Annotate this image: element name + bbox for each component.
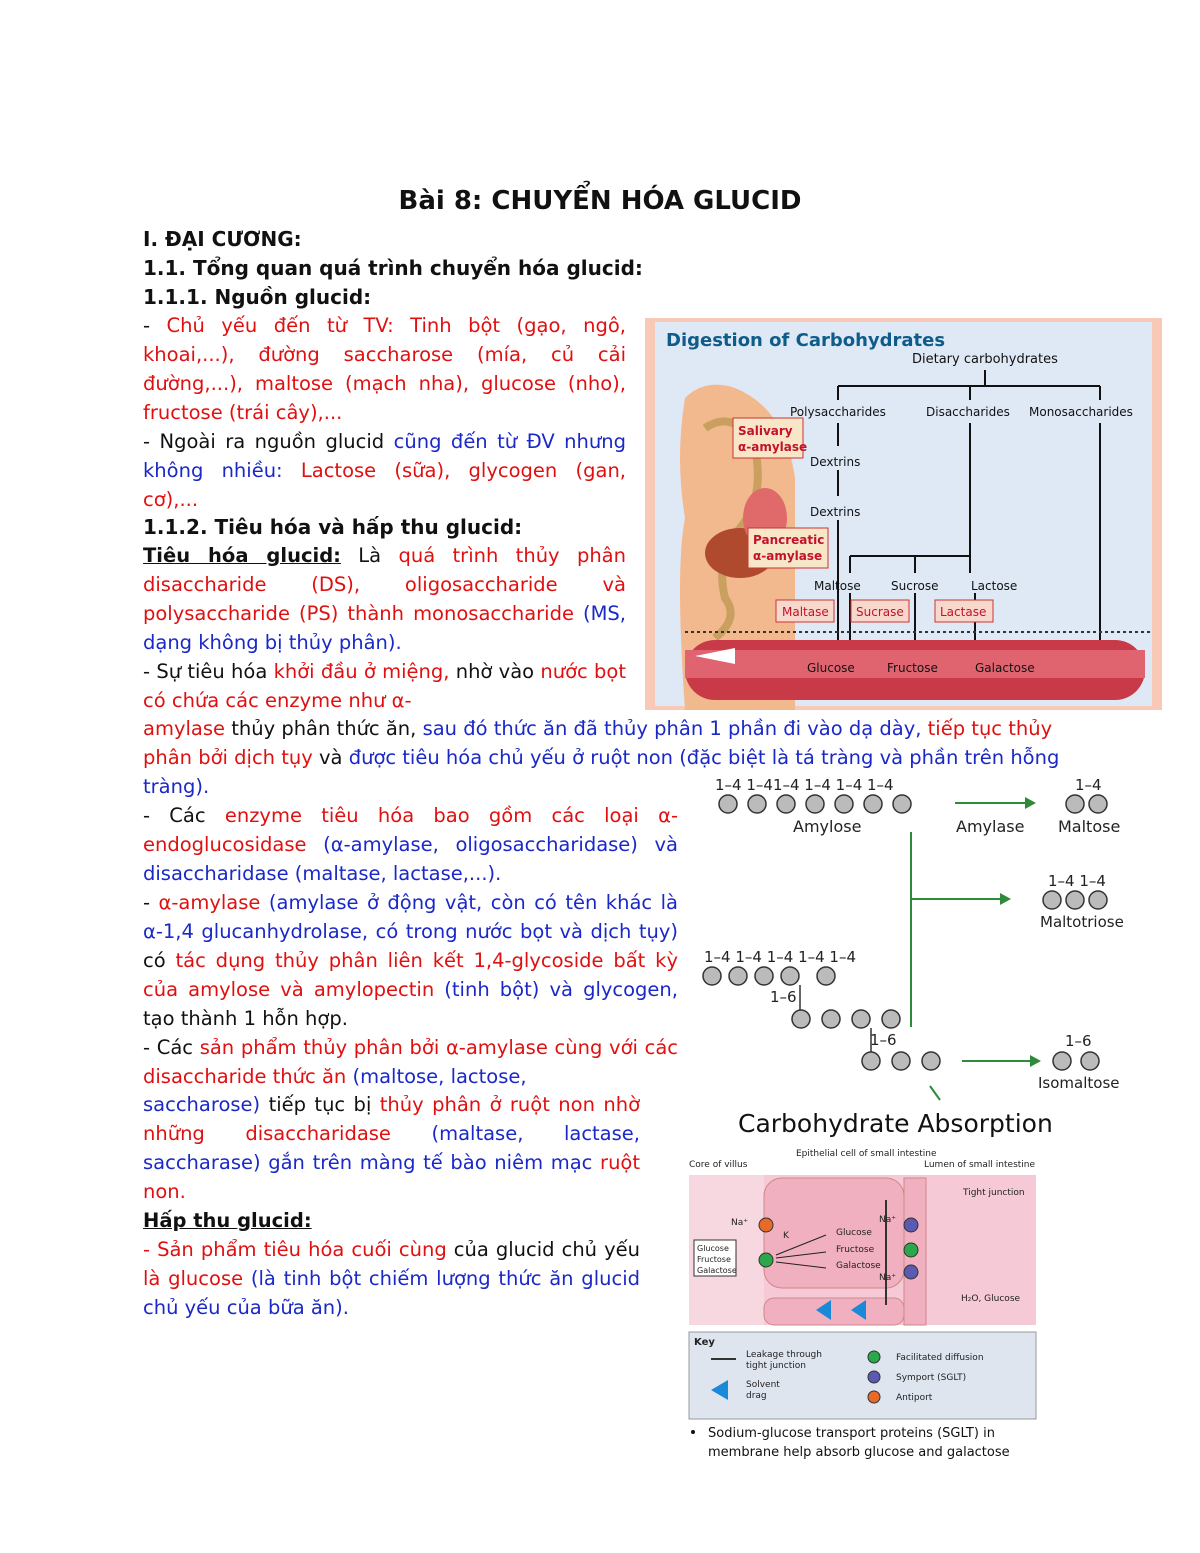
label-isomaltose: Isomaltose [1038,1074,1120,1092]
label-sucrose: Sucrose [891,579,938,593]
label-dextrins-2: Dextrins [810,505,860,519]
label-box-fructose: Fructose [697,1255,731,1264]
amylose-diagram: 1–4 1–41–4 1–4 1–4 1–4 Amylose Amylase 1… [702,776,1124,1101]
label-box-glucose: Glucose [697,1244,729,1253]
label-glucose: Glucose [807,661,855,675]
label-lactase: Lactase [940,605,986,619]
label-monosaccharides: Monosaccharides [1029,405,1133,419]
absorption-diagram: Carbohydrate Absorption Core of villus E… [688,1109,1053,1460]
link-labels-top: 1–4 1–41–4 1–4 1–4 1–4 [715,776,894,794]
link-maltotriose: 1–4 1–4 [1048,872,1106,890]
label-maltotriose: Maltotriose [1040,913,1124,931]
absorption-heading: Hấp thu glucid: [143,1209,312,1232]
key-solvent-2: drag [746,1391,767,1401]
label-fructose-cell: Fructose [836,1245,875,1255]
label-galactose: Galactose [975,661,1035,675]
label-dietary: Dietary carbohydrates [912,352,1058,367]
amylopectin-chain [702,966,941,1071]
digestion-heading: Tiêu hóa glucid: [143,544,341,567]
label-na-2: Na⁺ [879,1215,896,1225]
paragraph-digestion: Tiêu hóa glucid: Là quá trình thủy phân … [143,544,626,712]
label-na-3: Na⁺ [879,1273,896,1283]
label-sucrase: Sucrase [856,605,904,619]
label-glucose-cell: Glucose [836,1228,872,1238]
key-antiport: Antiport [896,1393,933,1403]
key-leak-1: Leakage through [746,1350,822,1360]
label-amylose: Amylose [793,817,861,836]
label-pancreatic: Pancreatic [753,533,824,547]
label-branch-1: 1–6 [770,988,797,1006]
amylose-chain [718,794,912,814]
paragraph-disaccharidase: saccharose) tiếp tục bị thủy phân ở ruột… [143,1093,640,1319]
subsubsection-heading-2: 1.1.2. Tiêu hóa và hấp thu glucid: [143,515,523,539]
label-amylase: Amylase [956,817,1024,836]
label-pancreatic-amylase: α-amylase [753,549,822,563]
label-dextrins-1: Dextrins [810,455,860,469]
label-maltose: Maltose [1058,817,1120,836]
digestion-diagram: Digestion of Carbohydrates Dietary carbo… [645,318,1162,710]
paragraph-enzymes: - Các enzyme tiêu hóa bao gồm các loại α… [143,804,678,1088]
paragraph-digestion-wide: amylase thủy phân thức ăn, sau đó thức ă… [143,717,1060,798]
page-title: Bài 8: CHUYỂN HÓA GLUCID [398,186,802,216]
label-disaccharides: Disaccharides [926,405,1010,419]
label-box-galactose: Galactose [697,1266,737,1275]
key-leak-2: tight junction [746,1361,806,1371]
bullet-sglt-1: Sodium-glucose transport proteins (SGLT)… [708,1426,995,1441]
subsection-heading: 1.1. Tổng quan quá trình chuyển hóa gluc… [143,256,643,280]
label-maltose: Maltose [814,579,861,593]
label-lumen: Lumen of small intestine [924,1160,1035,1170]
diagram-title: Digestion of Carbohydrates [666,330,945,351]
label-tight: Tight junction [962,1188,1025,1198]
key-solvent-1: Solvent [746,1380,780,1390]
absorption-title: Carbohydrate Absorption [738,1109,1053,1138]
label-galactose-cell: Galactose [836,1261,881,1271]
subsubsection-heading: 1.1.1. Nguồn glucid: [143,285,372,309]
label-core: Core of villus [689,1160,748,1170]
label-polysaccharides: Polysaccharides [790,405,886,419]
key-facilitated: Facilitated diffusion [896,1353,984,1363]
key-symport: Symport (SGLT) [896,1373,966,1383]
label-maltase: Maltase [782,605,829,619]
label-fructose: Fructose [887,661,938,675]
label-salivary-amylase: α-amylase [738,440,807,454]
label-epithelial: Epithelial cell of small intestine [796,1149,937,1159]
bullet-sglt-2: membrane help absorb glucose and galacto… [708,1445,1010,1460]
label-branch-2: 1–6 [870,1031,897,1049]
label-k: K [783,1231,790,1241]
link-isomaltose: 1–6 [1065,1032,1092,1050]
label-salivary: Salivary [738,424,793,438]
key-box [688,1331,1037,1420]
key-title: Key [694,1337,715,1348]
label-na-1: Na⁺ [731,1218,748,1228]
paragraph-sources: - Chủ yếu đến từ TV: Tinh bột (gạo, ngô,… [143,314,626,511]
section-heading: I. ĐẠI CƯƠNG: [143,227,302,251]
label-water: H₂O, Glucose [961,1294,1021,1304]
link-labels-mid: 1–4 1–4 1–4 1–4 1–4 [704,948,856,966]
link-maltose: 1–4 [1075,776,1102,794]
label-lactose: Lactose [971,579,1017,593]
